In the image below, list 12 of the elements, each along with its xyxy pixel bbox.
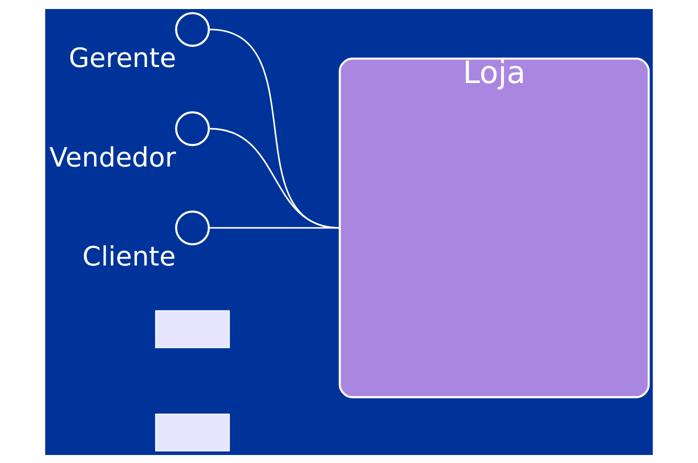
node-box — [155, 413, 230, 451]
node-label: Cliente — [82, 241, 176, 272]
node-circle — [175, 110, 210, 146]
connector — [210, 127, 340, 228]
node-circle — [175, 210, 210, 245]
connector — [210, 28, 340, 228]
connector — [210, 226, 340, 228]
node-circle — [175, 12, 210, 46]
node-box: Loja — [338, 57, 650, 398]
node-label: Vendedor — [49, 142, 176, 173]
node-label: Gerente — [68, 42, 176, 74]
node-box — [155, 310, 230, 348]
